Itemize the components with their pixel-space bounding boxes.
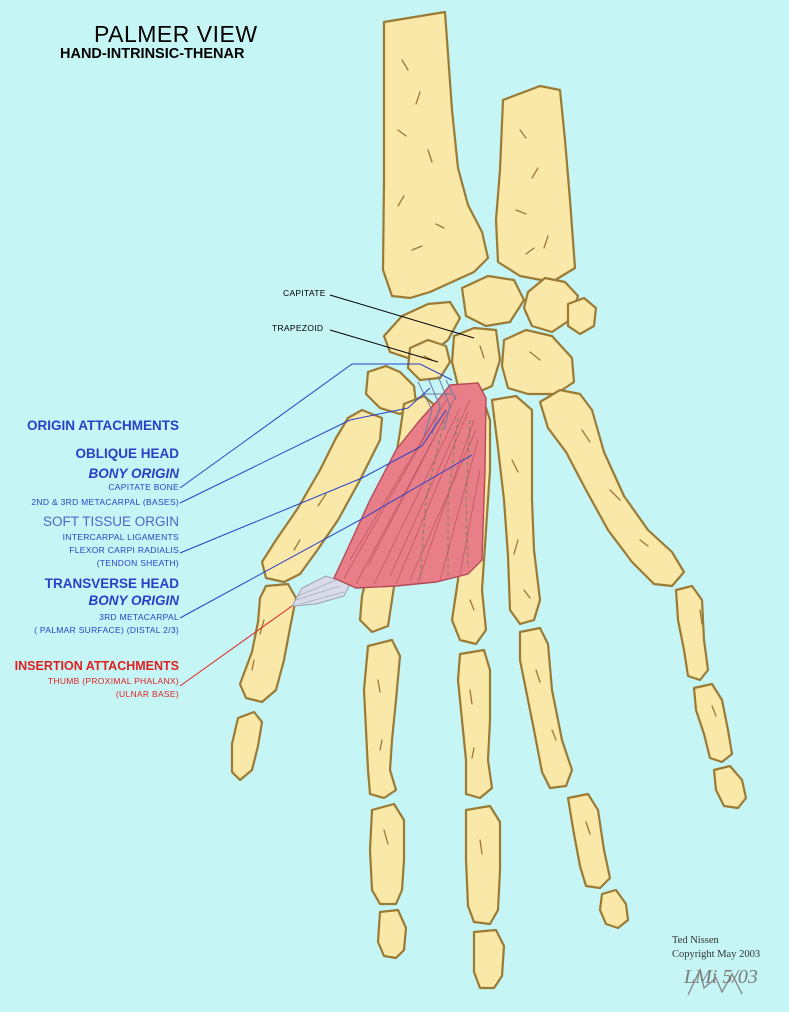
hamate-bone bbox=[500, 328, 576, 396]
artist-signature: LMi 5/03 bbox=[684, 966, 758, 988]
oblique-head-heading: OBLIQUE HEAD bbox=[75, 446, 179, 461]
middle-proximal-phalanx bbox=[456, 648, 494, 800]
index-middle-phalanx bbox=[368, 802, 406, 906]
ring-distal-phalanx bbox=[598, 888, 630, 930]
soft-tissue-leader bbox=[179, 409, 447, 554]
ulnar-base-text: (ULNAR BASE) bbox=[115, 689, 179, 699]
little-metacarpal bbox=[538, 388, 686, 588]
capitate-bone-text: CAPITATE BONE bbox=[108, 482, 179, 492]
insertion-leader bbox=[179, 605, 293, 687]
ring-middle-phalanx bbox=[566, 792, 612, 890]
little-proximal-phalanx bbox=[674, 584, 710, 682]
muscle-tendon-strands bbox=[419, 417, 471, 581]
copyright-credit: Copyright May 2003 bbox=[672, 949, 761, 960]
metacarpal-bases-text: 2ND & 3RD METACARPAL (BASES) bbox=[31, 497, 179, 507]
index-proximal-phalanx bbox=[362, 638, 402, 800]
trapezoid-label: TRAPEZOID bbox=[272, 323, 324, 333]
oblique-bony-origin: BONY ORIGIN bbox=[88, 466, 179, 481]
page-subtitle: HAND-INTRINSIC-THENAR bbox=[60, 46, 245, 62]
little-distal-phalanx bbox=[712, 764, 748, 810]
capitate-label: CAPITATE bbox=[283, 288, 326, 298]
little-middle-phalanx bbox=[692, 682, 734, 764]
intercarpal-text: INTERCARPAL LIGAMENTS bbox=[62, 532, 179, 542]
pisiform-bone bbox=[566, 296, 598, 336]
insertion-heading: INSERTION ATTACHMENTS bbox=[14, 659, 179, 673]
middle-distal-phalanx bbox=[472, 928, 506, 990]
capitate-bone-leader bbox=[179, 363, 453, 489]
origin-heading: ORIGIN ATTACHMENTS bbox=[27, 418, 179, 433]
metacarpal-bases-leader bbox=[179, 387, 431, 504]
tendon-sheath-text: (TENDON SHEATH) bbox=[96, 558, 179, 568]
thumb-proximal-phalanx bbox=[238, 582, 298, 704]
thumb-insertion-text: THUMB (PROXIMAL PHALANX) bbox=[47, 676, 179, 686]
page-title: PALMER VIEW bbox=[94, 21, 258, 47]
soft-tissue-origin-heading: SOFT TISSUE ORGIN bbox=[42, 514, 179, 529]
thumb-metacarpal bbox=[260, 408, 384, 584]
third-metacarpal-text: 3RD METACARPAL bbox=[99, 612, 179, 622]
signature-mark bbox=[687, 967, 743, 996]
ulna-bone bbox=[494, 84, 577, 284]
transverse-bony-origin: BONY ORIGIN bbox=[88, 593, 179, 608]
fcr-text: FLEXOR CARPI RADIALIS bbox=[69, 545, 179, 555]
leader-lines bbox=[179, 294, 475, 687]
ligament-strands bbox=[417, 375, 457, 437]
radius-bone bbox=[381, 10, 490, 300]
transverse-leader bbox=[179, 454, 473, 619]
lunate-bone bbox=[460, 274, 526, 328]
middle-middle-phalanx bbox=[464, 804, 502, 926]
tendon-fibers bbox=[295, 579, 345, 605]
trapezoid-leader bbox=[329, 329, 439, 363]
ring-proximal-phalanx bbox=[518, 626, 574, 790]
author-credit: Ted Nissen bbox=[672, 935, 719, 946]
thumb-distal-phalanx bbox=[230, 710, 264, 782]
palmar-surface-text: ( PALMAR SURFACE) (DISTAL 2/3) bbox=[34, 625, 179, 635]
trapezoid-bone bbox=[406, 338, 452, 382]
transverse-head-heading: TRANSVERSE HEAD bbox=[44, 576, 179, 591]
capitate-bone bbox=[450, 326, 502, 396]
index-distal-phalanx bbox=[376, 908, 408, 960]
capitate-leader bbox=[329, 294, 475, 339]
ring-metacarpal bbox=[490, 394, 542, 626]
